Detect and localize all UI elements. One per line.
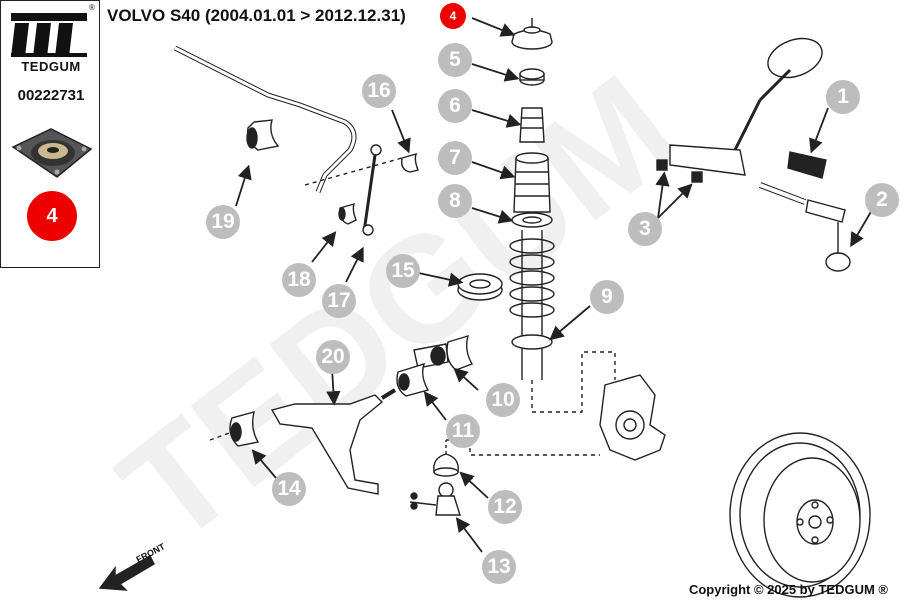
wheel	[729, 432, 871, 598]
highlight-number-badge: 4	[27, 191, 77, 241]
stabilizer-bar	[173, 45, 357, 193]
control-arm-bushings-small	[656, 159, 703, 183]
steering-boot	[787, 151, 827, 179]
strut-bearing	[457, 273, 503, 301]
callout-17: 17	[322, 284, 356, 318]
control-arm-bushing-large	[413, 334, 474, 371]
callout-3: 3	[628, 212, 662, 246]
callout-19: 19	[206, 205, 240, 239]
part-code: 00222731	[17, 87, 85, 104]
stabilizer-link	[362, 147, 378, 233]
callout-16: 16	[362, 74, 396, 108]
callout-7: 7	[438, 141, 472, 175]
callout-18: 18	[282, 263, 316, 297]
rear-bushing	[229, 411, 260, 447]
callout-9: 9	[590, 280, 624, 314]
steering-knuckle	[599, 374, 666, 461]
callout-6: 6	[438, 89, 472, 123]
bearing-5	[519, 68, 545, 86]
stabilizer-bushing	[246, 119, 280, 151]
coil-spring	[509, 238, 555, 318]
callout-10: 10	[486, 383, 520, 417]
callout-8: 8	[438, 184, 472, 218]
bump-stop	[519, 107, 545, 143]
callout-15: 15	[386, 254, 420, 288]
callout-20: 20	[316, 340, 350, 374]
tedgum-logo	[11, 13, 87, 57]
strut-mount	[511, 18, 553, 50]
strut-mount-thumbnail	[11, 128, 93, 178]
vehicle-title: VOLVO S40 (2004.01.01 > 2012.12.31)	[107, 6, 406, 25]
dust-boot	[513, 152, 551, 213]
callout-12: 12	[488, 490, 522, 524]
ball-joint	[409, 482, 461, 516]
callout-2: 2	[865, 183, 899, 217]
lower-spring-seat	[511, 334, 553, 350]
ball-joint-boot	[433, 453, 459, 477]
callout-11: 11	[446, 414, 480, 448]
steering-assembly	[669, 37, 823, 205]
tie-rod-end	[805, 199, 851, 272]
front-arrow-icon	[98, 555, 155, 591]
product-panel: ® TEDGUM 00222731 4	[0, 0, 100, 268]
callout-14: 14	[272, 472, 306, 506]
header-part-badge: 4	[440, 3, 466, 29]
callout-5: 5	[438, 43, 472, 77]
copyright: Copyright © 2025 by TEDGUM ®	[688, 582, 888, 597]
registered-mark: ®	[89, 3, 95, 12]
brand-name: TEDGUM	[21, 59, 81, 74]
spring-seat	[511, 212, 553, 228]
link-bushing-top	[400, 152, 419, 173]
control-arm	[270, 394, 384, 495]
control-arm-bushing-small	[396, 362, 430, 397]
callout-13: 13	[482, 550, 516, 584]
callout-1: 1	[826, 80, 860, 114]
